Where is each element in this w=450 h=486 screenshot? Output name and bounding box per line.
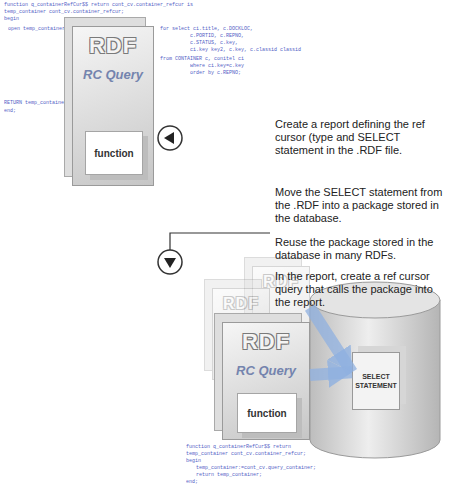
code-line: ci.key key2, c.key, c.classid classid [190, 47, 301, 53]
node-title: RDF [213, 295, 269, 313]
code-line: where ci.key=c.key [190, 63, 244, 69]
code-line: temp_container cont_cv.container_refcur; [186, 451, 306, 457]
function-box: function [237, 393, 297, 433]
node-title: SELECT STATEMENT [353, 372, 399, 390]
leader-line [170, 233, 270, 250]
callout-text: In the report, create a ref cursor query… [275, 270, 445, 309]
callout-text: Reuse the package stored in the database… [275, 236, 445, 262]
code-line: open temp_container [8, 26, 65, 32]
code-line: c.STATUS, c.key, [190, 40, 238, 46]
code-line: order by c.REPNO; [190, 70, 241, 76]
left-arrow-symbol [164, 132, 174, 144]
node-title: function [247, 408, 286, 419]
down-arrow-symbol [164, 258, 176, 268]
code-line: from CONTAINER c, conitel ci [160, 56, 244, 62]
code-line: return temp_container; [196, 472, 262, 478]
code-line: begin [186, 458, 201, 464]
code-line: temp_container cont_cv.container_refcur; [4, 9, 124, 15]
code-line: begin [4, 16, 19, 22]
code-line: temp_container:=cont_cv.query_container; [196, 465, 316, 471]
code-line: function q_containerRefCur$$ return cont… [4, 2, 193, 8]
node-subtitle: RC Query [73, 67, 153, 82]
flow-arrow [310, 307, 352, 372]
code-line: for select ci.title, c.DOCKLOC, [160, 26, 253, 32]
callout-circle [158, 126, 182, 150]
node-title: RDF [223, 329, 309, 355]
code-line: end; [4, 108, 16, 114]
report-document: RDF RC Query function [72, 26, 154, 186]
node-title: RDF [73, 33, 153, 59]
node-subtitle: RC Query [223, 363, 309, 378]
callout-text: Move the SELECT statement from the .RDF … [275, 186, 445, 225]
code-line: function q_containerRefCur$$ return [186, 444, 291, 450]
code-line: end; [186, 479, 198, 485]
function-box: function [85, 131, 143, 175]
flow-arrow [310, 372, 352, 375]
callout-circle [158, 250, 182, 274]
code-line: c.PORTID, c.REPNO, [190, 33, 244, 39]
statement-cube: SELECT STATEMENT [352, 352, 400, 410]
callout-text: Create a report defining the ref cursor … [275, 118, 445, 157]
report-document: RDF RC Query function [222, 322, 310, 440]
node-title: function [94, 148, 133, 159]
database-cylinder-body [310, 300, 440, 458]
code-line: RETURN temp_container; [4, 100, 70, 106]
